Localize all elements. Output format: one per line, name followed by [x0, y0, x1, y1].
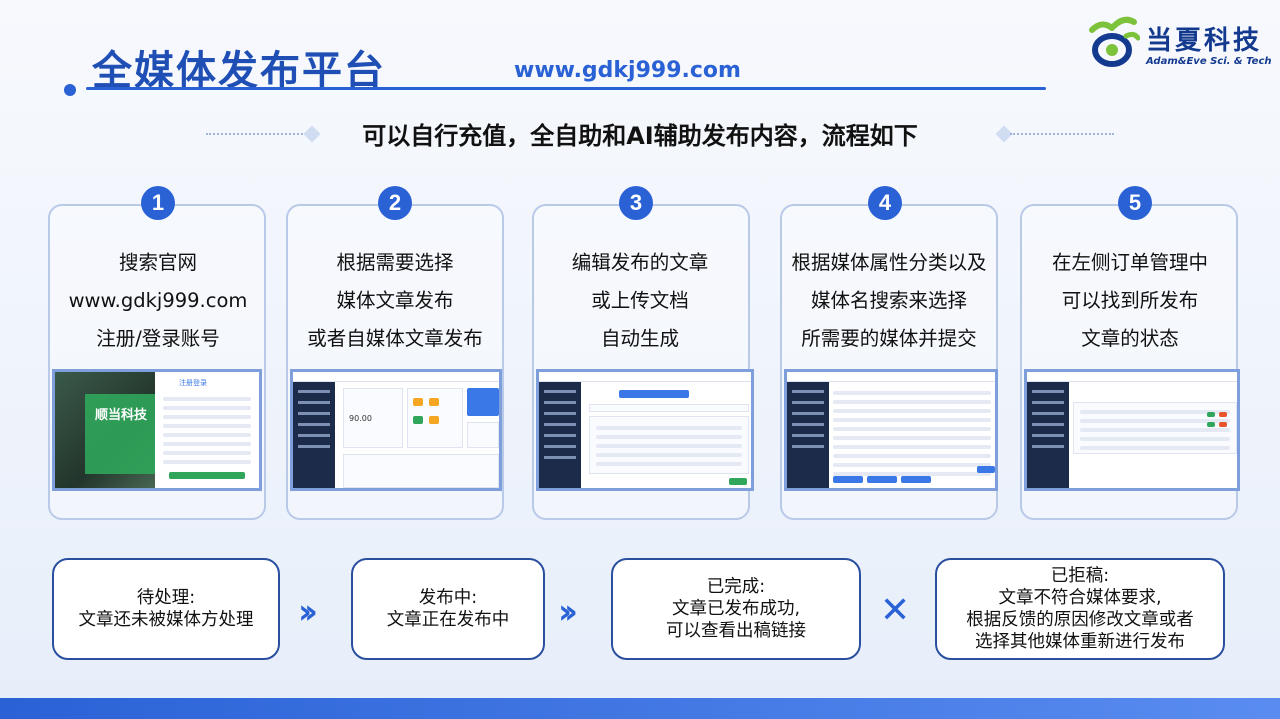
step-line: 根据需要选择: [336, 251, 454, 274]
step-number-5: 5: [1118, 186, 1152, 220]
chevron-double-right-icon: ››: [558, 592, 578, 632]
screenshot-dashboard: 90.00: [290, 369, 502, 491]
login-brand-panel: [85, 394, 155, 474]
balance-value: 90.00: [349, 414, 372, 423]
logo-english-name: Adam&Eve Sci. & Tech: [1146, 56, 1272, 67]
status-line: 文章还未被媒体方处理: [78, 610, 254, 630]
step-text-1: 搜索官网 www.gdkj999.com 注册/登录账号: [38, 244, 278, 358]
screenshot-orders: [1024, 369, 1240, 491]
step-line: 编辑发布的文章: [571, 251, 709, 274]
status-rejected: 已拒稿: 文章不符合媒体要求, 根据反馈的原因修改文章或者 选择其他媒体重新进行…: [935, 558, 1225, 660]
step-text-2: 根据需要选择 媒体文章发布 或者自媒体文章发布: [275, 244, 515, 358]
login-form: 注册登录: [155, 372, 259, 488]
step-line: www.gdkj999.com: [68, 289, 248, 312]
title-underline: [86, 87, 1046, 90]
step-line: 文章的状态: [1081, 327, 1179, 350]
screenshot-login: 顺当科技 注册登录: [52, 369, 262, 491]
subtitle: 可以自行充值，全自助和AI辅助发布内容，流程如下: [362, 122, 918, 150]
step-line: 所需要的媒体并提交: [801, 327, 977, 350]
status-line: 文章正在发布中: [386, 610, 510, 630]
status-line: 根据反馈的原因修改文章或者: [966, 610, 1194, 630]
subtitle-divider-right: [1010, 133, 1114, 135]
step-line: 注册/登录账号: [96, 327, 220, 350]
step-line: 可以找到所发布: [1061, 289, 1199, 312]
login-brand-text: 顺当科技: [95, 408, 148, 423]
step-number-2: 2: [378, 186, 412, 220]
status-line: 选择其他媒体重新进行发布: [975, 632, 1185, 652]
step-number-3: 3: [619, 186, 653, 220]
status-label: 已拒稿:: [1050, 566, 1110, 586]
title-dot: [64, 84, 76, 96]
step-text-3: 编辑发布的文章 或上传文档 自动生成: [520, 244, 760, 358]
status-pending: 待处理: 文章还未被媒体方处理: [52, 558, 280, 660]
logo-mark-icon: [1089, 16, 1140, 67]
step-line: 根据媒体属性分类以及: [791, 251, 987, 274]
chevron-double-right-icon: ››: [298, 592, 318, 632]
status-label: 待处理:: [136, 588, 196, 608]
step-line: 在左侧订单管理中: [1051, 251, 1208, 274]
step-line: 或上传文档: [591, 289, 689, 312]
status-line: 文章已发布成功,: [671, 599, 801, 619]
step-number-4: 4: [868, 186, 902, 220]
footer-bar: [0, 698, 1280, 719]
status-line: 文章不符合媒体要求,: [998, 588, 1162, 608]
screenshot-editor: [536, 369, 754, 491]
company-logo: 当夏科技 Adam&Eve Sci. & Tech: [1082, 16, 1272, 72]
status-completed: 已完成: 文章已发布成功, 可以查看出稿链接: [611, 558, 861, 660]
step-text-4: 根据媒体属性分类以及 媒体名搜索来选择 所需要的媒体并提交: [769, 244, 1009, 358]
step-line: 媒体文章发布: [336, 289, 454, 312]
screenshot-media-select: [784, 369, 998, 491]
status-line: 可以查看出稿链接: [666, 621, 806, 641]
step-line: 媒体名搜索来选择: [810, 289, 967, 312]
subtitle-divider-left: [206, 133, 310, 135]
step-text-5: 在左侧订单管理中 可以找到所发布 文章的状态: [1010, 244, 1250, 358]
page-title: 全媒体发布平台: [92, 48, 386, 94]
login-submit[interactable]: [169, 472, 245, 479]
step-number-1: 1: [141, 186, 175, 220]
step-line: 搜索官网: [118, 251, 197, 274]
step-line: 自动生成: [600, 327, 679, 350]
step-line: 或者自媒体文章发布: [307, 327, 483, 350]
logo-name: 当夏科技: [1146, 26, 1263, 56]
status-label: 已完成:: [706, 577, 766, 597]
close-x-icon: ✕: [880, 590, 911, 631]
status-label: 发布中:: [418, 588, 478, 608]
header-url: www.gdkj999.com: [514, 58, 741, 83]
login-form-title: 注册登录: [179, 379, 207, 387]
status-publishing: 发布中: 文章正在发布中: [351, 558, 545, 660]
